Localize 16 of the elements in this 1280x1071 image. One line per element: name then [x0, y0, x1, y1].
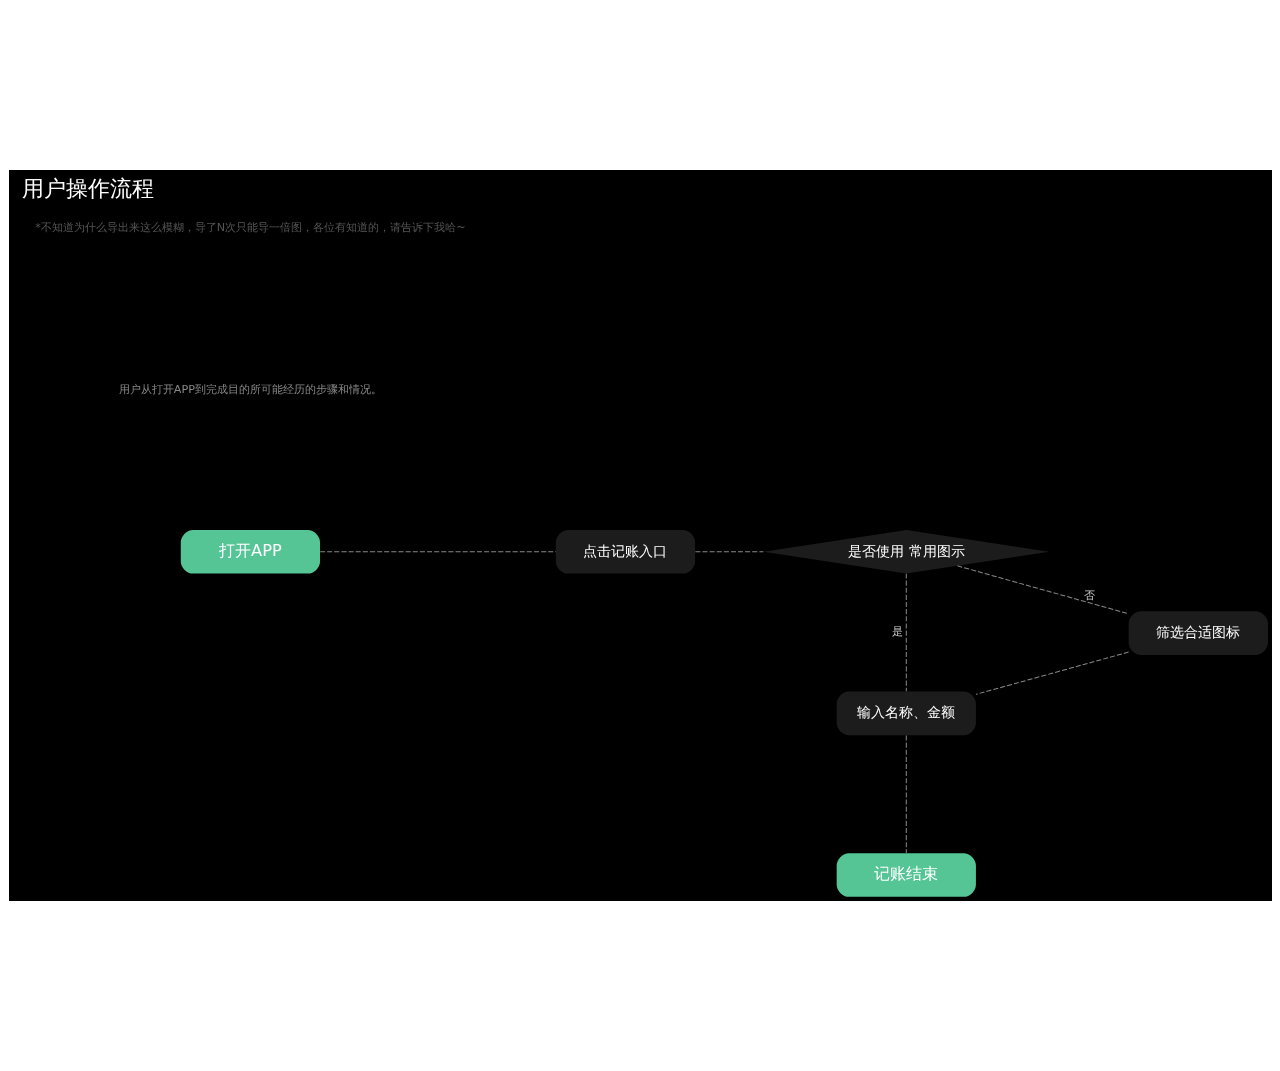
- edge-label: 是: [891, 625, 903, 639]
- label: 用户从打开APP到完成目的所可能经历的步骤和情况。: [118, 382, 382, 396]
- connector: [975, 651, 1129, 695]
- node-box: 输入名称、金额: [836, 691, 976, 736]
- node-box: 打开APP: [180, 529, 320, 574]
- node-box: 筛选合适图标: [1128, 611, 1268, 655]
- diagram-title: 用户操作流程: [21, 175, 154, 202]
- connector: [905, 573, 907, 692]
- node-diamond: 是否使用 常用图示: [762, 529, 1049, 574]
- node-box: 记账结束: [836, 853, 976, 897]
- connector: [319, 551, 556, 553]
- connector: [956, 565, 1129, 615]
- connector: [694, 551, 764, 553]
- edge-label: 否: [1083, 589, 1095, 603]
- connector: [905, 734, 907, 854]
- node-box: 点击记账入口: [555, 529, 695, 574]
